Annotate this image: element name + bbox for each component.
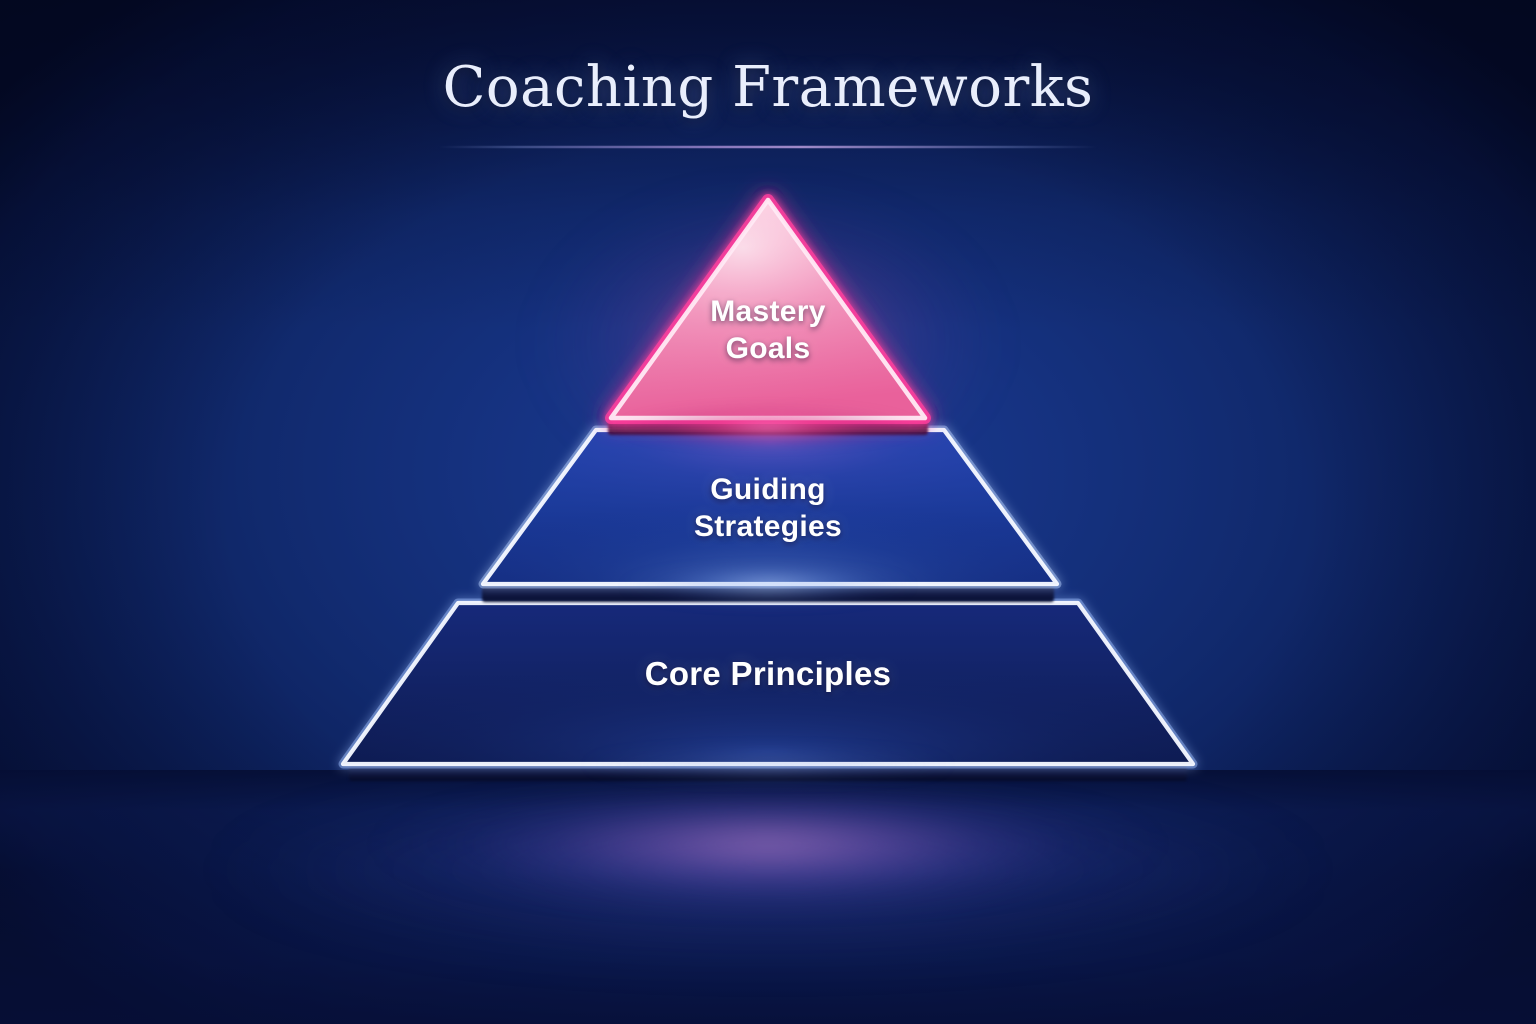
title-divider [438, 146, 1098, 148]
top-tier-shape [605, 194, 931, 424]
middle-tier-shape [478, 425, 1062, 589]
floor-glow-purple [368, 784, 1168, 934]
bottom-tier-shape [338, 598, 1198, 769]
pyramid-tier-guiding-strategies[interactable]: Guiding Strategies [455, 412, 1081, 612]
title-block: Coaching Frameworks [0, 55, 1536, 148]
pyramid-tier-core-principles[interactable]: Core Principles [325, 588, 1211, 796]
page-title: Coaching Frameworks [442, 55, 1094, 120]
pyramid-tier-mastery-goals[interactable]: Mastery Goals [575, 178, 961, 446]
